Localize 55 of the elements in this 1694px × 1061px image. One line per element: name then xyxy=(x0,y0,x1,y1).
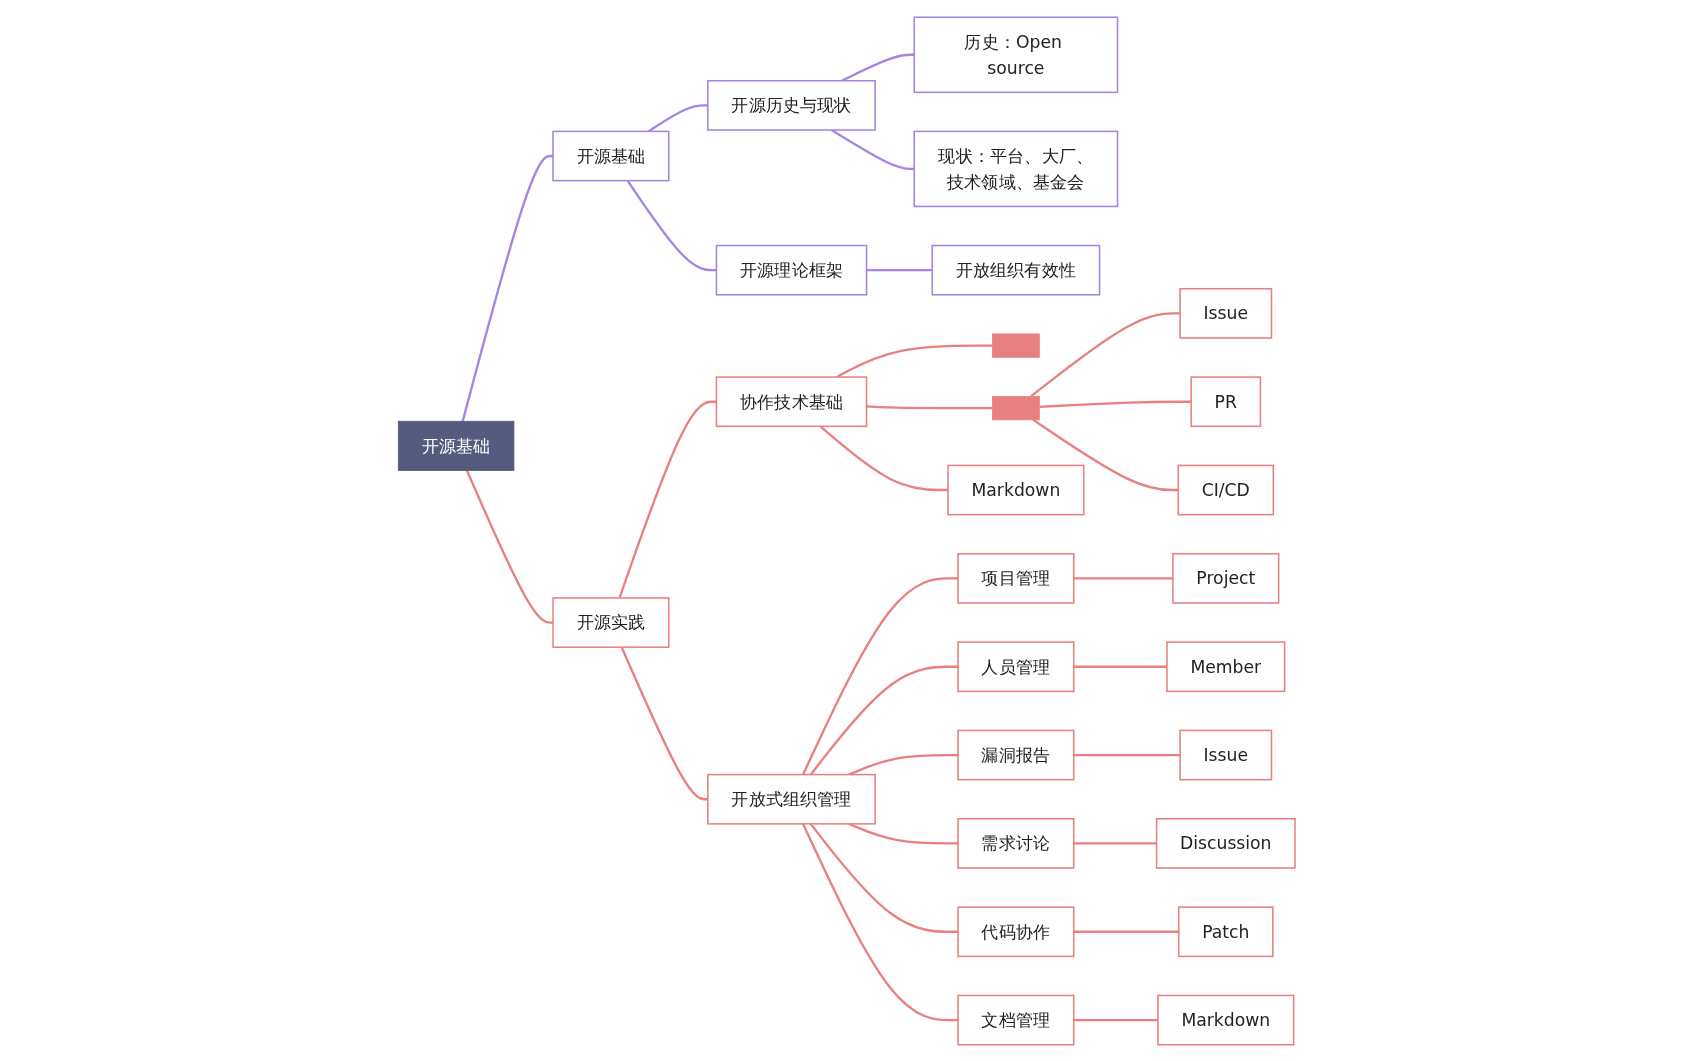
node-box: 项目管理 xyxy=(957,552,1075,604)
connector xyxy=(1032,418,1179,491)
node-box: 文档管理 xyxy=(957,994,1075,1045)
connector xyxy=(848,753,959,776)
connector xyxy=(866,404,993,409)
node-box: Project xyxy=(1172,552,1280,604)
node-box: Patch xyxy=(1178,905,1274,957)
connector xyxy=(810,665,959,775)
connector xyxy=(802,576,959,775)
node-box: Member xyxy=(1166,640,1286,692)
connector xyxy=(1074,841,1157,845)
connector xyxy=(866,268,933,271)
connector xyxy=(1030,311,1181,397)
node-box: 漏洞报告 xyxy=(957,729,1075,780)
node-box: 需求讨论 xyxy=(957,817,1075,869)
node-box: Markdown xyxy=(947,464,1085,515)
connector xyxy=(1074,576,1174,580)
connector xyxy=(648,103,709,132)
connector xyxy=(802,822,959,1021)
node-box: 开源基础 xyxy=(552,130,670,181)
connector xyxy=(841,53,915,82)
node-box: 协作技术基础 xyxy=(716,375,868,427)
node-box: Markdown xyxy=(1157,994,1295,1045)
node-bar xyxy=(992,333,1041,358)
node-box: Discussion xyxy=(1156,817,1297,869)
connector xyxy=(621,646,709,800)
connector xyxy=(831,128,915,170)
connector xyxy=(836,343,993,378)
node-box: 历史：Open source xyxy=(913,15,1119,93)
node-box: 开源基础 xyxy=(398,420,515,471)
node-box: CI/CD xyxy=(1177,464,1275,515)
node-box: 代码协作 xyxy=(957,905,1075,957)
node-box: 现状：平台、大厂、技术领域、基金会 xyxy=(913,130,1119,207)
node-box: 开源实践 xyxy=(552,596,670,648)
connector xyxy=(810,822,959,933)
node-bar xyxy=(992,395,1041,420)
connector xyxy=(618,400,717,598)
node-box: 开源历史与现状 xyxy=(707,79,877,131)
node-box: PR xyxy=(1190,375,1262,427)
connector xyxy=(1074,753,1181,756)
connector xyxy=(1074,1018,1159,1021)
connector xyxy=(819,424,949,491)
connector xyxy=(466,469,554,624)
connector xyxy=(461,154,554,422)
connector xyxy=(1074,665,1168,668)
node-box: 开放式组织管理 xyxy=(707,773,877,825)
connector xyxy=(848,822,959,845)
connector xyxy=(1074,930,1180,933)
node-box: Issue xyxy=(1179,287,1273,339)
node-box: 开源理论框架 xyxy=(716,244,868,296)
connector xyxy=(627,179,717,271)
node-box: Issue xyxy=(1179,729,1273,780)
node-box: 人员管理 xyxy=(957,640,1075,692)
node-box: 开放组织有效性 xyxy=(931,244,1101,296)
connector xyxy=(1039,400,1192,408)
